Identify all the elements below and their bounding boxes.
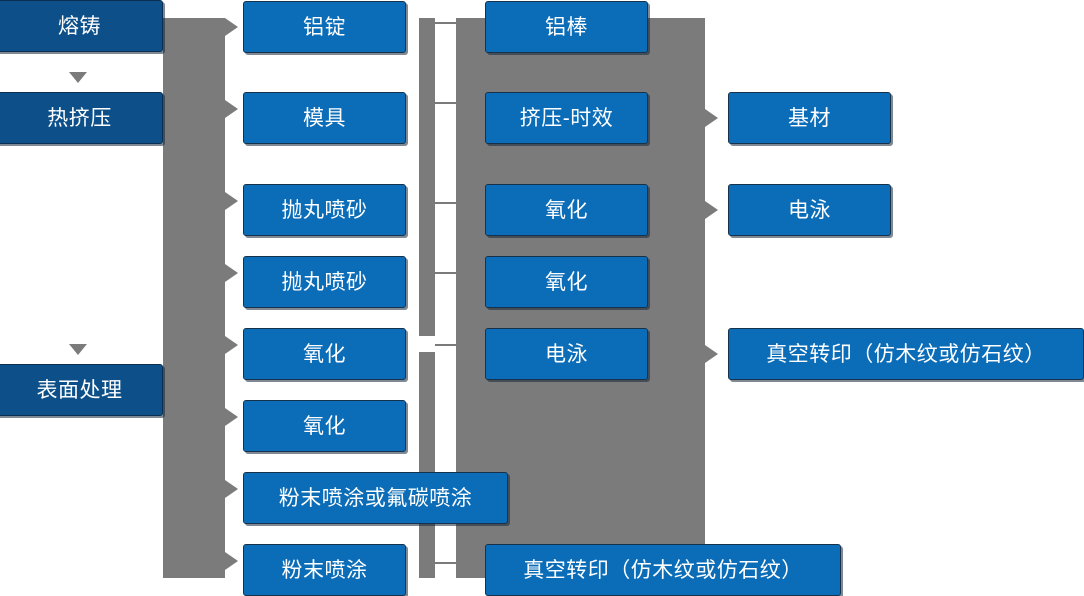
arrow-to-shot-blasting-2: [225, 264, 238, 282]
node-oxidation-3[interactable]: 氧化: [485, 184, 648, 236]
node-shot-blasting-1[interactable]: 抛丸喷砂: [243, 184, 406, 236]
arrow-to-aluminum-ingot: [225, 18, 238, 36]
connector-band-stage-to-process: [163, 18, 225, 578]
node-vacuum-transfer-right[interactable]: 真空转印（仿木纹或仿石纹）: [728, 328, 1084, 380]
node-electrophoresis-2[interactable]: 电泳: [728, 184, 891, 236]
bus-col2-upper: [419, 18, 435, 336]
node-mold[interactable]: 模具: [243, 92, 406, 144]
node-label: 氧化: [545, 198, 588, 222]
arrow-down-extrusion-to-surface: [69, 344, 87, 355]
node-label: 基材: [788, 106, 831, 130]
node-extrusion-aging[interactable]: 挤压-时效: [485, 92, 648, 144]
node-label: 电泳: [788, 198, 831, 222]
node-oxidation-2[interactable]: 氧化: [243, 400, 406, 452]
node-label: 氧化: [303, 342, 346, 366]
node-aluminum-bar[interactable]: 铝棒: [485, 1, 648, 53]
tick-col2-2: [435, 102, 457, 104]
bus-col2-lower: [419, 352, 435, 578]
arrow-to-base-material: [705, 109, 718, 127]
arrow-to-oxidation-1: [225, 336, 238, 354]
tick-col2-1: [435, 22, 457, 24]
arrow-to-powder-spray: [225, 552, 238, 570]
node-label: 铝棒: [545, 15, 588, 39]
arrow-down-melt-to-extrusion: [69, 72, 87, 83]
connector-surface-to-band: [163, 389, 188, 391]
node-shot-blasting-2[interactable]: 抛丸喷砂: [243, 256, 406, 308]
node-label: 氧化: [303, 414, 346, 438]
node-melt-cast[interactable]: 熔铸: [0, 0, 163, 52]
node-surface-treatment[interactable]: 表面处理: [0, 364, 163, 416]
node-label: 抛丸喷砂: [281, 198, 368, 222]
tick-col2-4: [435, 272, 457, 274]
node-label: 粉末喷涂: [281, 558, 368, 582]
node-label: 表面处理: [36, 378, 123, 402]
node-oxidation-4[interactable]: 氧化: [485, 256, 648, 308]
node-label: 熔铸: [58, 14, 101, 38]
arrow-to-oxidation-2: [225, 408, 238, 426]
node-label: 热挤压: [47, 106, 112, 130]
node-label: 挤压-时效: [519, 106, 614, 130]
band-notch-filler: [163, 18, 225, 578]
node-vacuum-transfer-bottom[interactable]: 真空转印（仿木纹或仿石纹）: [485, 544, 841, 596]
tick-col2-7: [435, 562, 457, 564]
node-label: 真空转印（仿木纹或仿石纹）: [766, 342, 1046, 366]
tick-col2-5: [435, 344, 457, 346]
arrow-to-mold: [225, 100, 238, 118]
node-label: 模具: [303, 106, 346, 130]
node-label: 氧化: [545, 270, 588, 294]
node-base-material[interactable]: 基材: [728, 92, 891, 144]
node-label: 粉末喷涂或氟碳喷涂: [278, 486, 473, 510]
node-label: 抛丸喷砂: [281, 270, 368, 294]
node-oxidation-1[interactable]: 氧化: [243, 328, 406, 380]
node-electrophoresis-1[interactable]: 电泳: [485, 328, 648, 380]
arrow-to-vacuum-transfer-right: [705, 345, 718, 363]
tick-col2-3: [435, 202, 457, 204]
node-powder-or-pvdf-spray[interactable]: 粉末喷涂或氟碳喷涂: [243, 472, 508, 524]
arrow-to-powder-or-pvdf-spray: [225, 480, 238, 498]
node-label: 真空转印（仿木纹或仿石纹）: [523, 558, 803, 582]
node-hot-extrusion[interactable]: 热挤压: [0, 92, 163, 144]
arrow-to-shot-blasting-1: [225, 192, 238, 210]
node-powder-spray[interactable]: 粉末喷涂: [243, 544, 406, 596]
node-aluminum-ingot[interactable]: 铝锭: [243, 1, 406, 53]
node-label: 铝锭: [303, 15, 346, 39]
arrow-to-electrophoresis-2: [705, 201, 718, 219]
node-label: 电泳: [545, 342, 588, 366]
